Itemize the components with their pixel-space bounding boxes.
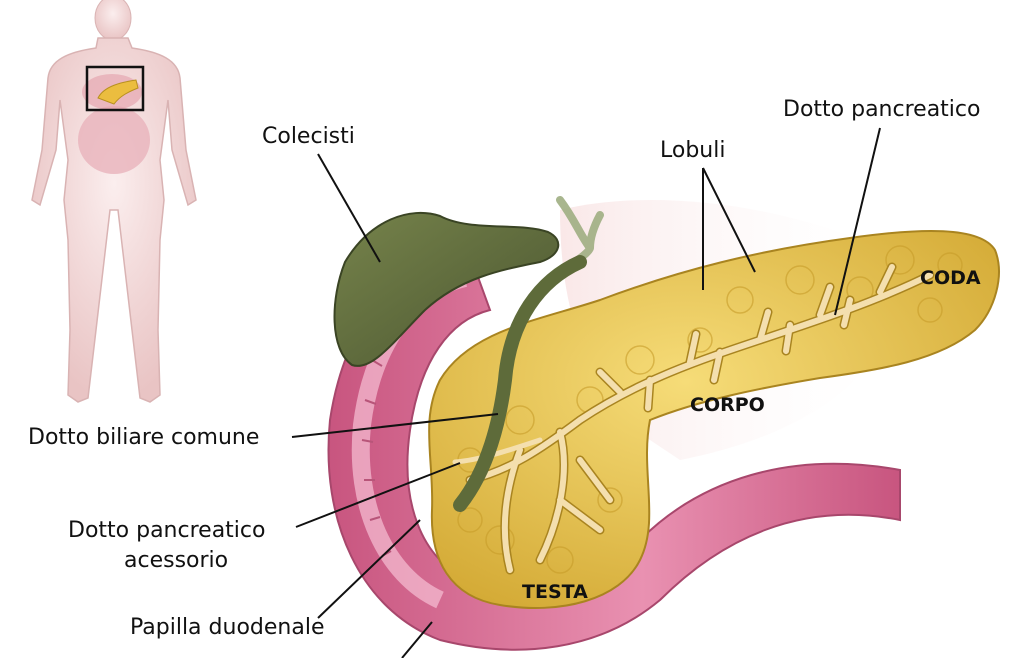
label-acessorio-line1: Dotto pancreatico [68, 518, 265, 543]
label-lobuli-text: Lobuli [660, 138, 725, 163]
figure-head [94, 0, 132, 41]
gallbladder [333, 196, 604, 512]
label-colecisti-text: Colecisti [262, 124, 355, 149]
region-corpo: CORPO [690, 394, 765, 416]
accessory-duct [452, 437, 543, 465]
common-bile-duct [453, 255, 587, 512]
duodenum-folds [361, 359, 392, 557]
leader-dotto-pancreatico [834, 127, 881, 316]
leader-dotto-biliare-comune [291, 413, 499, 438]
label-acessorio-line2: acessorio [124, 548, 228, 573]
figure-pancreas [97, 79, 139, 105]
label-dotto-pancreatico-acessorio: Dotto pancreatico acessorio [68, 462, 461, 573]
region-testa: TESTA [522, 581, 588, 603]
figure-intestines [78, 106, 150, 174]
leader-acessorio [295, 462, 461, 528]
label-papilla-duodenale: Papilla duodenale [130, 519, 433, 658]
label-dotto-biliare-comune-text: Dotto biliare comune [28, 425, 259, 450]
pancreatic-duct-tree-light [467, 264, 933, 573]
label-dotto-biliare-comune: Dotto biliare comune [28, 413, 499, 450]
label-papilla-duodenale-text: Papilla duodenale [130, 615, 324, 640]
human-body-figure [31, 0, 197, 403]
figure-zoom-box [85, 65, 145, 112]
label-dotto-pancreatico: Dotto pancreatico [783, 97, 980, 316]
pancreas [428, 230, 1000, 609]
region-coda: CODA [920, 267, 981, 289]
figure-torso [31, 37, 197, 403]
gallbladder-sac [333, 212, 560, 367]
label-lobuli: Lobuli [660, 138, 756, 290]
leader-lobuli-2 [702, 167, 756, 273]
leader-papilla-duodenale-2 [401, 621, 433, 658]
label-dotto-pancreatico-text: Dotto pancreatico [783, 97, 980, 122]
label-colecisti: Colecisti [262, 124, 381, 263]
leader-papilla-duodenale [317, 519, 421, 619]
leader-colecisti [317, 153, 381, 263]
